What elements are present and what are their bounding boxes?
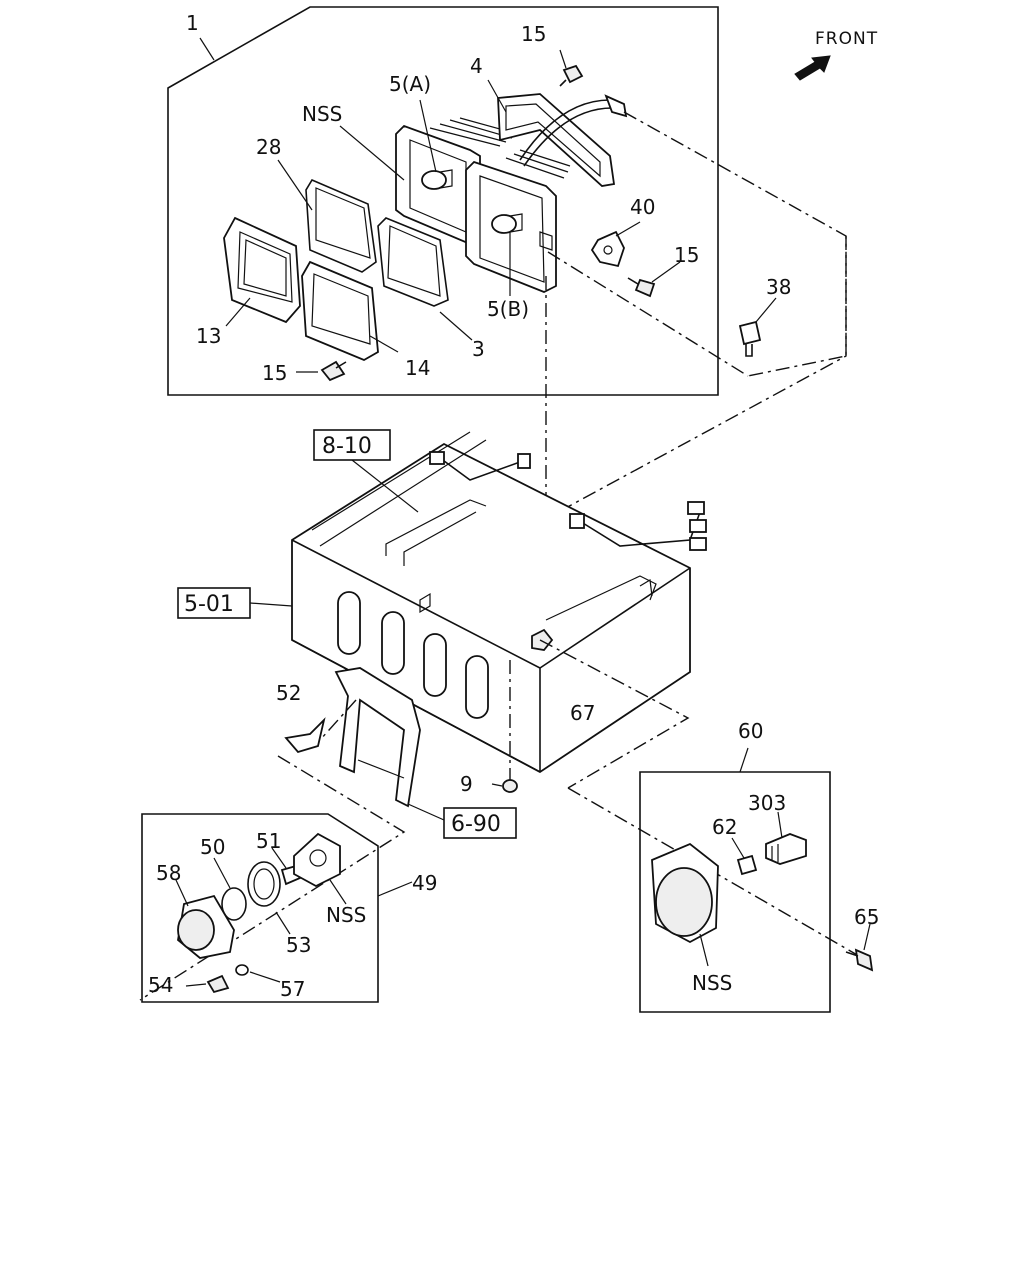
bulb-5a <box>421 169 453 190</box>
front-label: FRONT <box>815 29 878 49</box>
callout-67: 67 <box>570 701 595 725</box>
socket-nss <box>293 832 341 888</box>
callout-1: 1 <box>186 11 199 35</box>
clip-52 <box>284 717 326 754</box>
callout-3: 3 <box>472 337 485 361</box>
gasket-3 <box>377 217 449 307</box>
reference-5-01[interactable]: 5-01 <box>177 587 293 619</box>
fog-lamp-nss <box>651 842 719 944</box>
reference-5-01-label: 5-01 <box>184 592 234 617</box>
callout-9: 9 <box>460 772 473 796</box>
frame-harness-left <box>439 457 521 481</box>
callout-28: 28 <box>256 135 281 159</box>
reference-8-10-label: 8-10 <box>322 434 372 459</box>
callout-62: 62 <box>712 815 737 839</box>
bracket-4 <box>497 93 616 187</box>
screw-54-icon <box>206 974 230 994</box>
cover-58 <box>177 894 235 959</box>
bulb-62-icon <box>736 854 758 876</box>
gasket-28 <box>305 178 377 273</box>
reference-6-90-label: 6-90 <box>451 812 501 837</box>
side-lamp-group-49 <box>141 813 413 1003</box>
callout-4: 4 <box>470 54 483 78</box>
callout-5b: 5(B) <box>487 297 529 321</box>
callout-38: 38 <box>766 275 791 299</box>
lamp-housing-nss <box>395 117 571 293</box>
frame-hole-1 <box>337 591 361 655</box>
callout-nss-top: NSS <box>302 102 342 126</box>
socket-303 <box>765 833 807 865</box>
callout-52: 52 <box>276 681 301 705</box>
callout-60: 60 <box>738 719 763 743</box>
callout-13: 13 <box>196 324 221 348</box>
callout-58: 58 <box>156 861 181 885</box>
callout-nss-right: NSS <box>692 971 732 995</box>
screw-15-mid-icon <box>634 278 656 298</box>
callout-49: 49 <box>412 871 437 895</box>
fog-lamp-boundary <box>639 771 831 1013</box>
callout-15-mid: 15 <box>674 243 699 267</box>
bumper-frame <box>139 431 867 1001</box>
callout-40: 40 <box>630 195 655 219</box>
fog-lamp-group-60 <box>639 747 874 1013</box>
callout-65: 65 <box>854 905 879 929</box>
callout-labels: 1 15 4 5(A) NSS 28 40 15 38 13 5(B) 3 15… <box>148 11 879 1001</box>
callout-53: 53 <box>286 933 311 957</box>
side-lamp-boundary <box>141 813 379 1003</box>
stay-bracket <box>334 667 421 808</box>
screw-15-top-icon <box>562 64 584 84</box>
bulb-5b <box>491 213 523 234</box>
reference-8-10[interactable]: 8-10 <box>313 429 419 513</box>
lens-13 <box>223 216 301 324</box>
frame-hole-2 <box>381 611 405 675</box>
callout-15-bottom: 15 <box>262 361 287 385</box>
callout-15-top: 15 <box>521 22 546 46</box>
frame-hole-3 <box>423 633 447 697</box>
callout-50: 50 <box>200 835 225 859</box>
nut-9-icon <box>502 779 518 793</box>
bolt-65-icon <box>854 948 874 972</box>
callout-54: 54 <box>148 973 173 997</box>
callout-14: 14 <box>405 356 430 380</box>
bolt-38 <box>738 320 762 357</box>
callout-nss-left: NSS <box>326 903 366 927</box>
callout-57: 57 <box>280 977 305 1001</box>
ring-50 <box>221 887 247 921</box>
assembly-boundary-top <box>167 6 719 396</box>
reference-6-90[interactable]: 6-90 <box>407 803 517 839</box>
lens-14 <box>301 260 379 362</box>
plate-40 <box>590 230 625 268</box>
callout-303: 303 <box>748 791 786 815</box>
washer-57-icon <box>235 964 249 976</box>
harness-top <box>519 99 611 161</box>
callout-51: 51 <box>256 829 281 853</box>
front-arrow-icon <box>794 55 831 81</box>
callout-5a: 5(A) <box>389 72 431 96</box>
front-direction-indicator: FRONT <box>794 29 878 81</box>
frame-hole-4 <box>465 655 489 719</box>
seal-53 <box>247 861 281 907</box>
